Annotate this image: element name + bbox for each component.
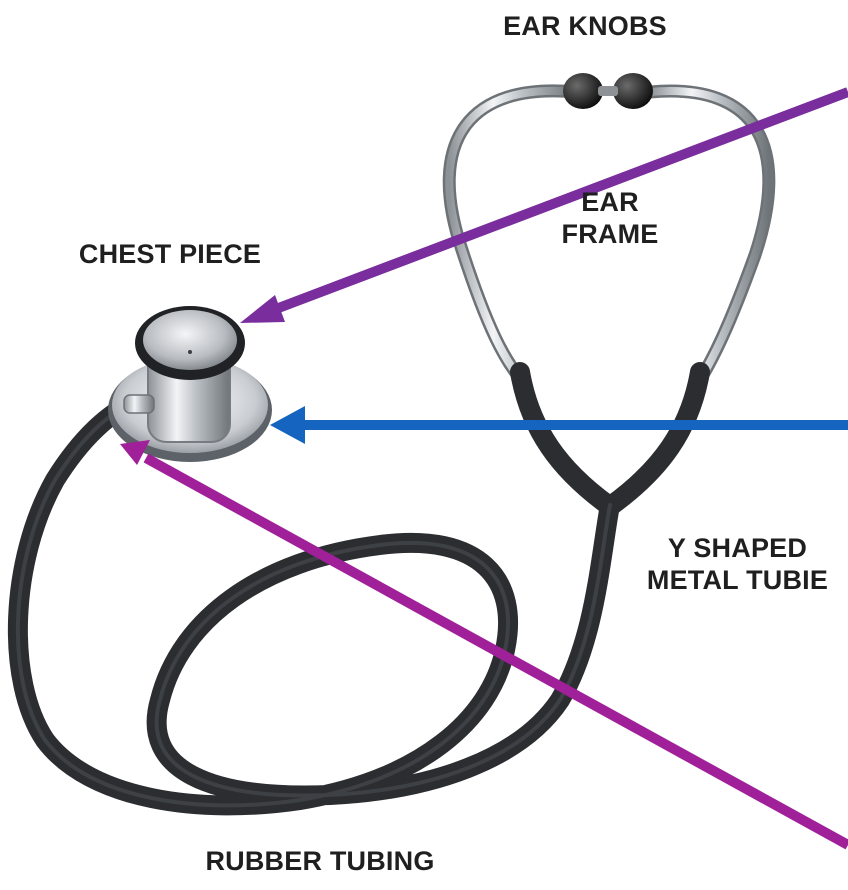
label-ear-knobs: EAR KNOBS (470, 10, 700, 42)
chest-piece (108, 306, 272, 462)
label-ear-frame: EAR FRAME (545, 186, 675, 251)
ear-knobs (563, 73, 653, 109)
label-rubber-tubing: RUBBER TUBING (190, 845, 450, 877)
arrow-ear-knobs-to-chest-piece (240, 92, 848, 323)
label-y-shaped-metal-tube: Y SHAPED METAL TUBIE (630, 532, 845, 597)
arrow-to-bell (270, 406, 848, 444)
label-chest-piece: CHEST PIECE (50, 238, 290, 270)
